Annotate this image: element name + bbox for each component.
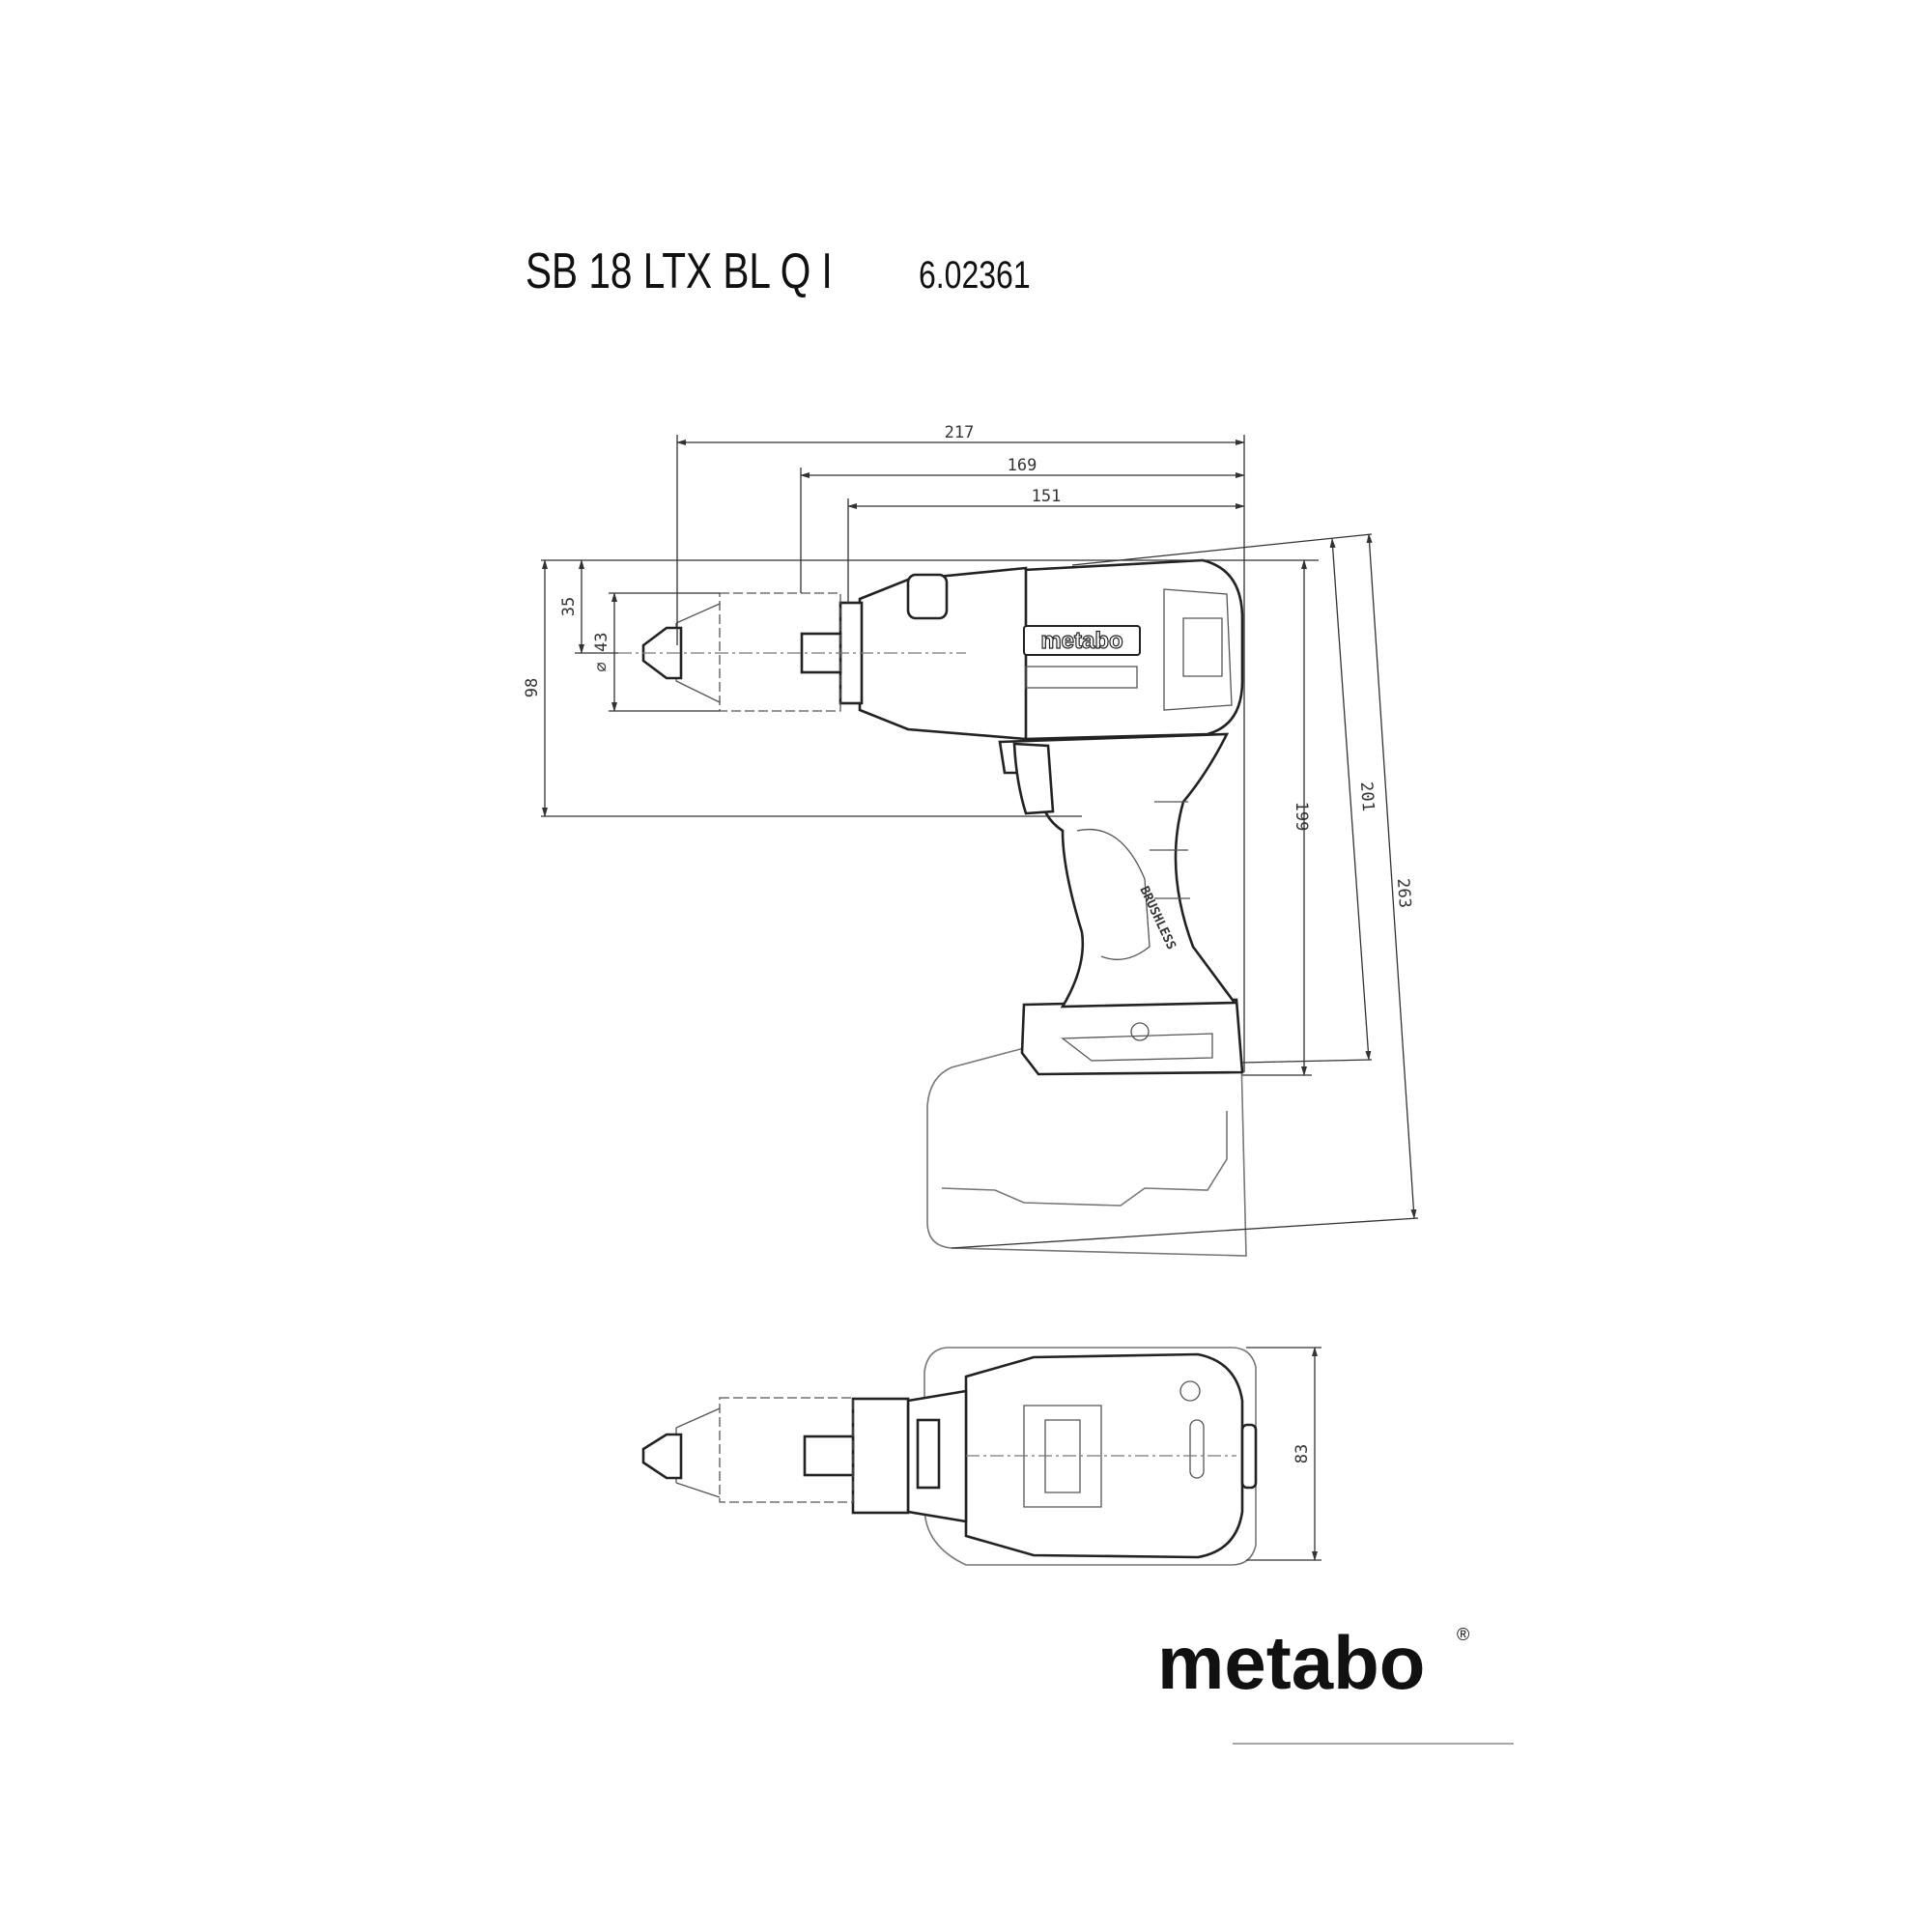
battery-outline-top (923, 1347, 1257, 1566)
mode-selector-top (916, 1418, 941, 1490)
drill-side-view: BRUSHLESS metabo (618, 558, 1247, 1257)
dim-169: 169 (1008, 456, 1037, 475)
dim-98: 98 (523, 678, 542, 697)
mode-selector (906, 573, 949, 620)
brand-logo: metabo ® (1157, 1620, 1469, 1705)
dim-217: 217 (945, 423, 975, 442)
registered-mark: ® (1457, 1625, 1469, 1644)
dim-263: 263 (1393, 878, 1414, 909)
top-view-dimensions: 83 (1246, 1347, 1321, 1561)
housing-logo-plate (1023, 625, 1141, 656)
chuck-top (719, 1397, 854, 1503)
battery-pack-outline (926, 1047, 1247, 1257)
side-view-dimensions: 217 169 151 98 35 ⌀ 43 199 201 263 (523, 423, 1419, 1249)
chuck (719, 592, 841, 712)
brand-logo-text: metabo (1157, 1620, 1425, 1705)
dim-151: 151 (1032, 487, 1062, 506)
dim-35: 35 (559, 597, 579, 616)
dim-diameter-43: ⌀ 43 (592, 633, 611, 672)
housing-logo: metabo (1040, 628, 1122, 654)
model-name: SB 18 LTX BL Q I (526, 242, 833, 298)
dim-201: 201 (1356, 781, 1378, 812)
article-number: 6.02361 (919, 253, 1031, 297)
dim-199: 199 (1292, 802, 1311, 832)
battery-foot (1020, 998, 1244, 1076)
collar-top (851, 1397, 910, 1515)
trigger (1012, 742, 1055, 815)
dim-83: 83 (1293, 1444, 1312, 1463)
drill-top-view (641, 1347, 1258, 1566)
chuck-tip-top (641, 1433, 683, 1480)
